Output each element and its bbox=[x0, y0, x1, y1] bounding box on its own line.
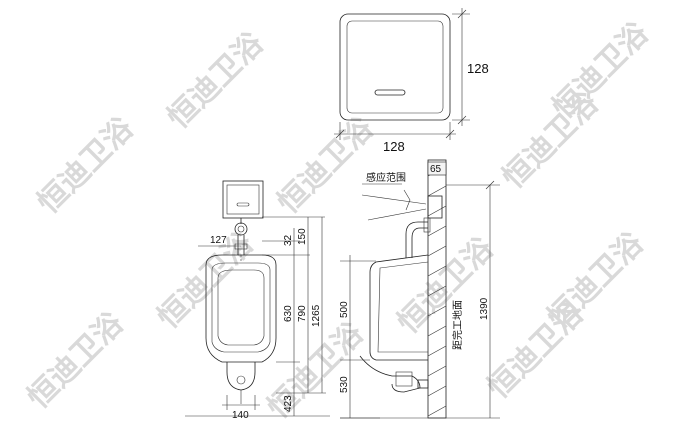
sensor-panel-outer bbox=[339, 13, 451, 121]
sensor-panel-view: 128 128 bbox=[334, 8, 489, 154]
dim-500: 500 bbox=[339, 301, 350, 318]
front-view: 127 32 150 630 790 1265 423 140 bbox=[185, 180, 330, 421]
floor-label: 距完工地面 bbox=[451, 300, 464, 350]
side-box-65 bbox=[427, 161, 447, 176]
dim-530: 530 bbox=[339, 376, 350, 393]
side-view: 65 感应范围 500 530 1390 距完工地面 bbox=[339, 159, 500, 419]
side-trap bbox=[359, 355, 421, 393]
dim-630: 630 bbox=[283, 305, 294, 322]
side-sensor bbox=[427, 195, 443, 219]
sensor-range-label: 感应范围 bbox=[366, 171, 406, 184]
watermark-6: 恒迪卫浴 bbox=[21, 305, 131, 415]
dim-423: 423 bbox=[283, 395, 294, 412]
watermark-3: 恒迪卫浴 bbox=[271, 110, 381, 220]
dim-127: 127 bbox=[210, 235, 227, 246]
dim-150: 150 bbox=[297, 228, 308, 245]
side-flush-pipe bbox=[405, 221, 428, 258]
front-sensor-box bbox=[222, 180, 264, 219]
side-box-label: 65 bbox=[430, 164, 442, 175]
sensor-panel-width-label: 128 bbox=[383, 139, 405, 154]
dim-1390: 1390 bbox=[479, 297, 490, 320]
dim-140: 140 bbox=[232, 410, 249, 421]
watermark-11: 恒迪卫浴 bbox=[541, 225, 651, 335]
sensor-panel-inner bbox=[346, 20, 444, 114]
side-urinal-body bbox=[369, 254, 429, 361]
watermark-layer: 恒迪卫浴 恒迪卫浴 恒迪卫浴 恒迪卫浴 恒迪卫浴 恒迪卫浴 恒迪卫浴 恒迪卫浴 … bbox=[21, 15, 656, 425]
dim-1265: 1265 bbox=[311, 304, 322, 327]
watermark-2: 恒迪卫浴 bbox=[161, 25, 271, 135]
dim-790: 790 bbox=[297, 305, 308, 322]
front-urinal-body bbox=[205, 254, 277, 363]
sensor-panel-height-label: 128 bbox=[467, 61, 489, 76]
watermark-1: 恒迪卫浴 bbox=[31, 110, 141, 220]
watermark-8: 恒迪卫浴 bbox=[261, 315, 371, 425]
front-flush-valve bbox=[234, 222, 248, 236]
sensor-window bbox=[374, 89, 406, 96]
dim-32: 32 bbox=[283, 234, 294, 246]
